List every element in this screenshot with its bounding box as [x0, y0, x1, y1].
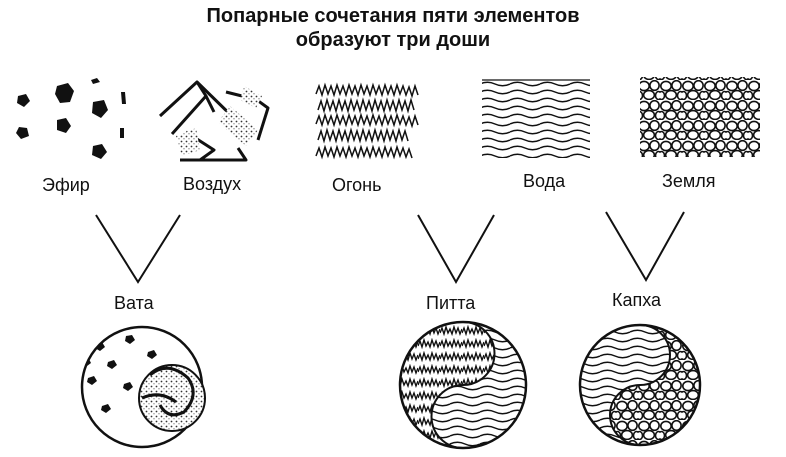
element-label-earth: Земля: [662, 171, 716, 191]
element-label-ether: Эфир: [42, 175, 90, 195]
dosha-label-vata: Вата: [114, 293, 154, 313]
kapha-circle: [578, 323, 702, 447]
element-label-water: Вода: [523, 171, 566, 191]
pitta-circle: [398, 320, 528, 450]
ether-icon: [16, 78, 126, 159]
element-label-air: Воздух: [183, 174, 242, 194]
vata-circle: [80, 325, 206, 449]
title-line-2: образуют три доши: [295, 29, 491, 51]
air-icon: [158, 80, 270, 162]
kapha-connector: [605, 211, 685, 283]
title-line-1: Попарные сочетания пяти элементов: [206, 5, 580, 27]
dosha-label-kapha: Капха: [612, 290, 662, 310]
vata-connector: [95, 214, 181, 284]
earth-icon: [640, 77, 760, 157]
dosha-label-pitta: Питта: [426, 293, 476, 313]
water-icon: [482, 79, 590, 158]
element-label-fire: Огонь: [332, 175, 382, 195]
pitta-connector: [417, 214, 495, 285]
connector-lines: [95, 211, 685, 285]
fire-icon: [315, 82, 419, 160]
